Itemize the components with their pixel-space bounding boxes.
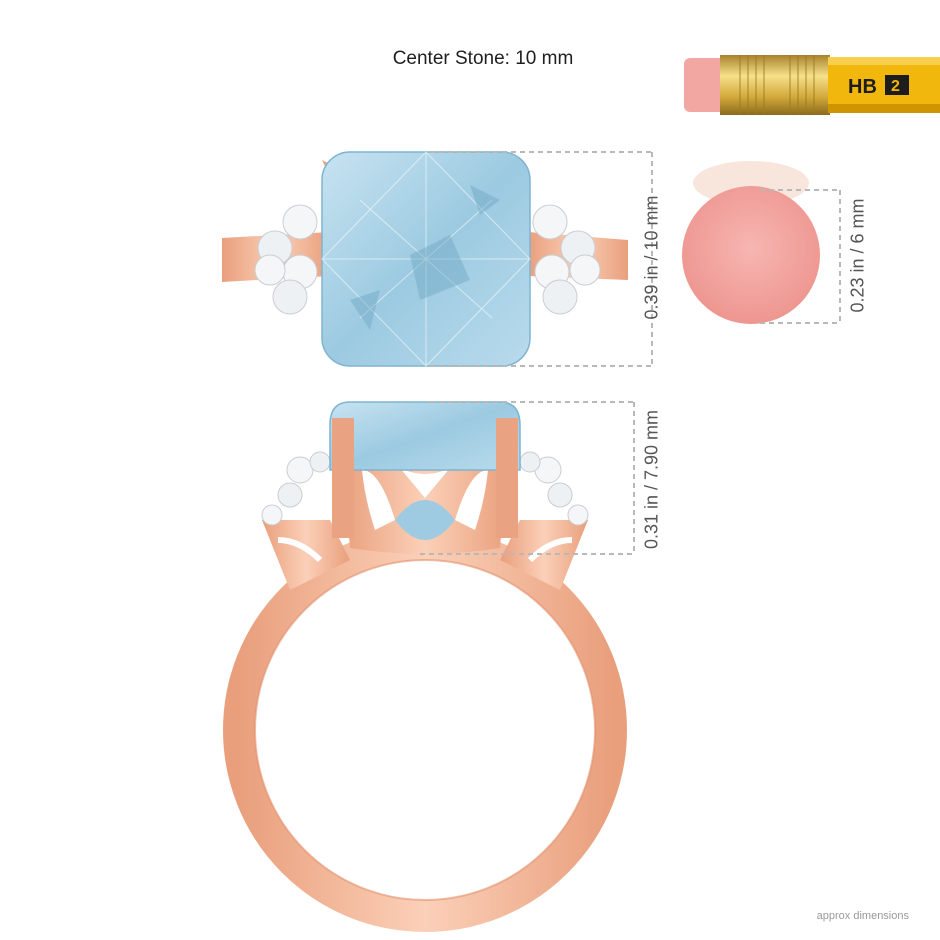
top-view-dimension-label: 0.39 in / 10 mm bbox=[641, 195, 662, 320]
center-stone-side bbox=[329, 401, 521, 471]
eraser-dimension-lines bbox=[760, 189, 841, 324]
ring-top-view bbox=[222, 151, 628, 367]
side-diamonds-left bbox=[254, 204, 318, 315]
side-diamonds-right bbox=[532, 204, 601, 315]
side-view-dimension-label: 0.31 in / 7.90 mm bbox=[641, 409, 662, 550]
eraser-circle bbox=[682, 186, 820, 324]
side-view-dimension-lines bbox=[420, 401, 635, 555]
pencil-grade: HB bbox=[848, 76, 877, 98]
side-diamonds-profile bbox=[261, 451, 589, 526]
eraser-top-view bbox=[682, 161, 820, 324]
pencil-body bbox=[828, 57, 940, 113]
pencil-eraser bbox=[684, 58, 726, 112]
pencil-number: 2 bbox=[891, 78, 900, 95]
pencil-ferrule bbox=[720, 55, 830, 115]
ring-shank bbox=[223, 528, 627, 932]
pencil: HB 2 bbox=[684, 55, 940, 115]
top-view-dimension-lines bbox=[430, 151, 653, 367]
ring-side-view bbox=[223, 401, 627, 932]
approx-dimensions-note: approx dimensions bbox=[816, 910, 909, 922]
center-stone-title: Center Stone: 10 mm bbox=[392, 48, 574, 69]
eraser-dimension-label: 0.23 in / 6 mm bbox=[847, 198, 868, 313]
